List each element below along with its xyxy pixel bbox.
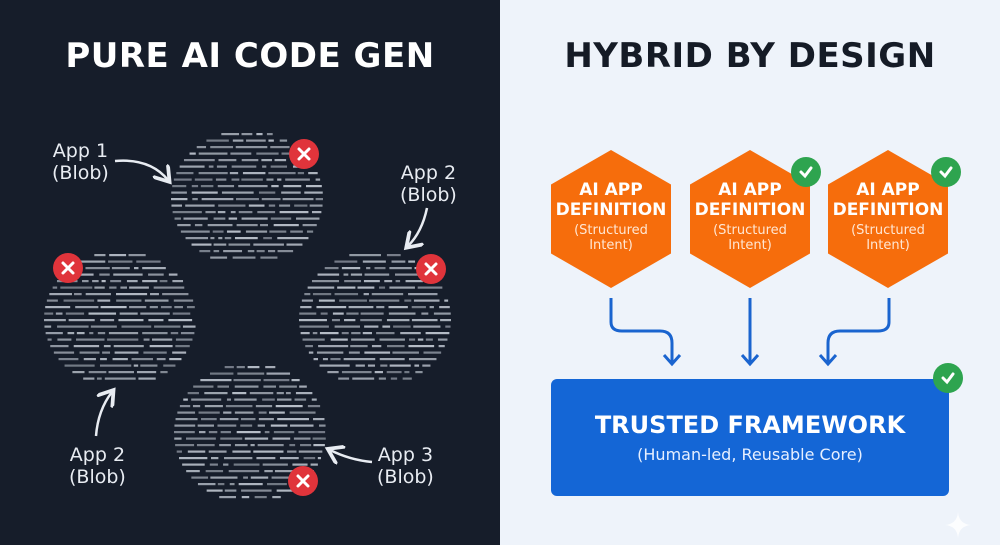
arrow-def1: [609, 298, 682, 367]
check-circle-icon: [791, 157, 821, 187]
label-line: (Blob): [52, 162, 109, 184]
definition-subtitle: (Structured Intent): [851, 223, 925, 253]
arrow-app1: [114, 159, 168, 180]
framework-title: TRUSTED FRAMEWORK: [594, 411, 906, 439]
left-arrows: [94, 159, 429, 545]
ai-app-definition-2: AI APP DEFINITION(Structured Intent): [690, 150, 810, 288]
check-circle-icon: [933, 363, 963, 393]
check-circle-icon: [931, 157, 961, 187]
label-app3: App 3(Blob): [377, 444, 434, 488]
label-line: App 2: [400, 162, 457, 184]
definition-title: AI APP DEFINITION: [694, 180, 806, 220]
arrow-def3: [818, 298, 891, 367]
arrow-app3: [330, 450, 373, 462]
x-circle-icon: [416, 254, 446, 284]
code-blob: [299, 254, 451, 380]
label-line: App 3: [377, 444, 434, 466]
label-app1: App 1(Blob): [52, 140, 109, 184]
label-line: App 2: [69, 444, 126, 466]
definition-title: AI APP DEFINITION: [832, 180, 944, 220]
right-title: HYBRID BY DESIGN: [564, 36, 936, 76]
left-title: PURE AI CODE GEN: [65, 36, 435, 76]
label-line: (Blob): [377, 466, 434, 488]
code-blob: [174, 366, 326, 499]
definition-subtitle: (Structured Intent): [574, 223, 648, 253]
flow-arrows: [609, 298, 891, 367]
trusted-framework: TRUSTED FRAMEWORK (Human-led, Reusable Co…: [551, 379, 949, 496]
label-line: App 1: [52, 140, 109, 162]
definition-title: AI APP DEFINITION: [555, 180, 667, 220]
sparkle-icon: [945, 512, 971, 538]
pure-ai-code-gen-panel: PURE AI CODE GEN App 1(Blob) App 2(Blob)…: [0, 0, 500, 545]
x-circle-icon: [53, 253, 83, 283]
x-circle-icon: [289, 139, 319, 169]
arrow-def2: [740, 298, 760, 367]
label-app2-left: App 2(Blob): [69, 444, 126, 488]
x-circle-icon: [288, 466, 318, 496]
label-line: (Blob): [400, 184, 457, 206]
ai-app-definition-1: AI APP DEFINITION(Structured Intent): [551, 150, 671, 288]
label-app2-right: App 2(Blob): [400, 162, 457, 206]
ai-app-definition-3: AI APP DEFINITION(Structured Intent): [828, 150, 948, 288]
code-blobs: [44, 133, 451, 499]
definition-subtitle: (Structured Intent): [713, 223, 787, 253]
framework-subtitle: (Human-led, Reusable Core): [637, 445, 863, 464]
arrow-app2-right: [408, 207, 429, 246]
label-line: (Blob): [69, 466, 126, 488]
code-blob: [44, 254, 196, 380]
hybrid-by-design-panel: HYBRID BY DESIGN AI APP DEFINITION(Struc…: [500, 0, 1000, 545]
arrow-app2-left: [94, 392, 112, 437]
